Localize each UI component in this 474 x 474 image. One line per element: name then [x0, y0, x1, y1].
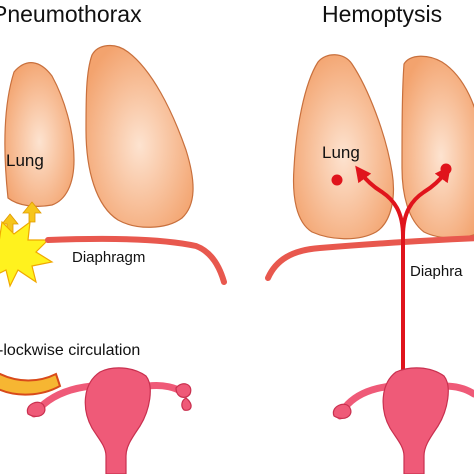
- right-panel-lung-left-icon: [292, 54, 395, 240]
- left-panel-lung-label: Lung: [6, 151, 44, 170]
- right-panel-lung-label: Lung: [322, 143, 360, 162]
- right-panel-diaphragm-label: Diaphra: [410, 263, 463, 280]
- left-uterus-icon: [26, 367, 192, 474]
- right-uterus-icon: [332, 367, 474, 474]
- blood-flow-arrow-left-icon: [355, 165, 405, 238]
- left-panel-diaphragm-label: Diaphragm: [72, 249, 145, 266]
- circulation-arrow-icon: [0, 372, 62, 396]
- air-leak-burst-icon: [0, 220, 54, 288]
- left-panel-lung-right-icon: [85, 45, 194, 228]
- left-panel-diaphragm: [45, 235, 227, 285]
- air-arrow-right-icon: [22, 201, 42, 223]
- right-panel-diaphragm: [265, 235, 474, 281]
- right-panel: Hemoptysis Lung Diaphra: [265, 1, 474, 474]
- left-panel-title: Pneumothorax: [0, 1, 142, 27]
- bleeding-site-left: [331, 174, 343, 186]
- right-panel-title: Hemoptysis: [322, 1, 442, 27]
- left-panel-lung-left-icon: [4, 62, 75, 207]
- blood-flow-arrow-right-icon: [401, 165, 451, 238]
- right-panel-lung-right-icon: [401, 55, 474, 239]
- left-panel: Pneumothorax Lung Diaphragm -lockwise ci…: [0, 1, 227, 474]
- circulation-label: -lockwise circulation: [0, 342, 140, 359]
